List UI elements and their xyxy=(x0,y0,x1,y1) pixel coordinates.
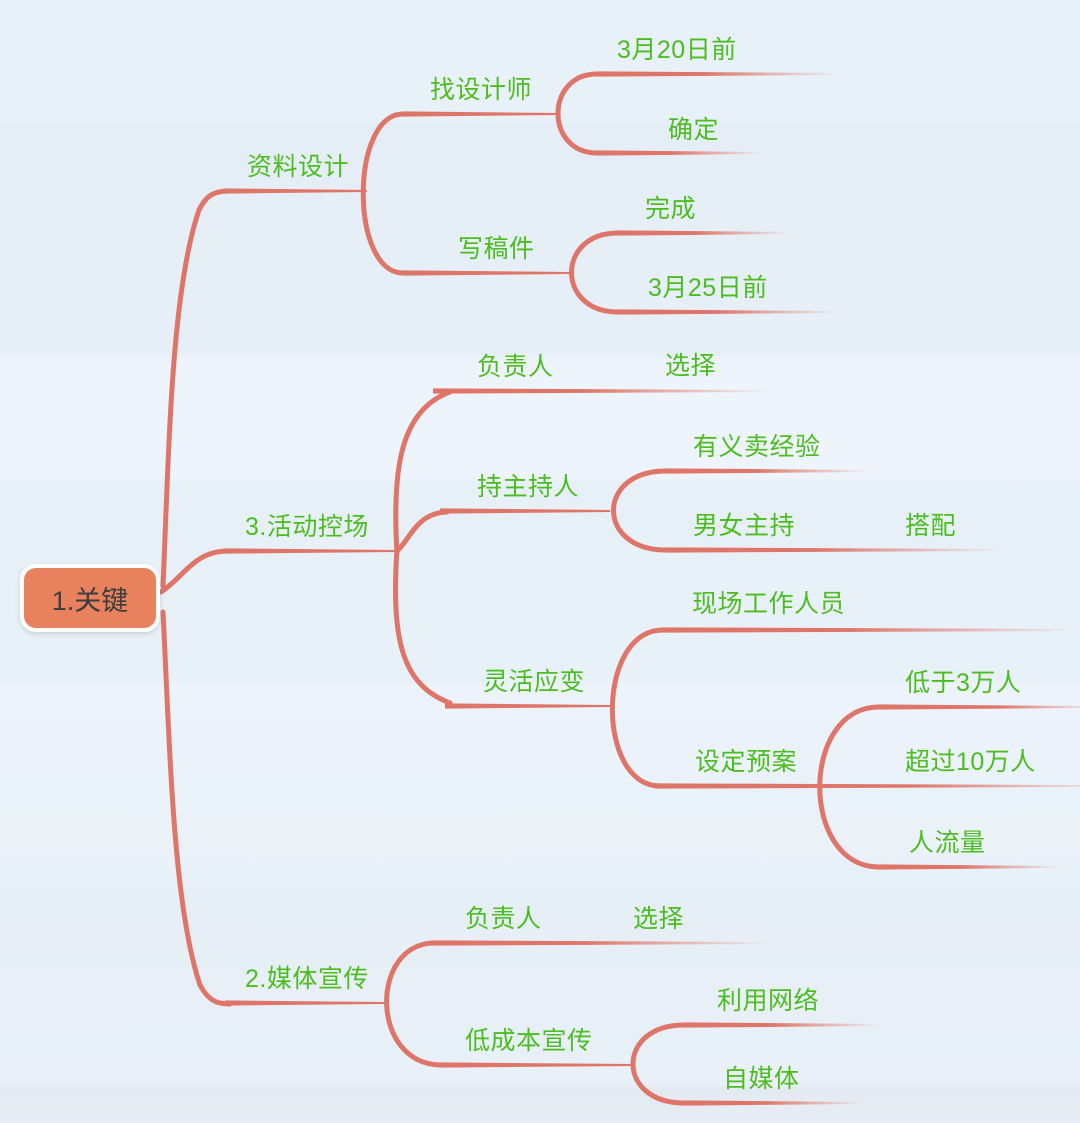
node-low-cost-publicity[interactable]: 低成本宣传 xyxy=(465,1027,593,1055)
edge-event-control-to-person-in-charge xyxy=(393,389,453,556)
node-underlines xyxy=(225,71,1080,1106)
line-foot-traffic xyxy=(879,864,1062,870)
fork-low-cost xyxy=(630,1022,687,1106)
line-complete xyxy=(618,230,790,236)
line-under-30k xyxy=(879,704,1080,710)
node-onsite-staff[interactable]: 现场工作人员 xyxy=(692,590,846,618)
node-use-internet[interactable]: 利用网络 xyxy=(717,987,820,1015)
edge-root-to-event-control xyxy=(158,548,231,595)
node-self-media[interactable]: 自媒体 xyxy=(723,1065,800,1093)
edge-event-control-to-flexible xyxy=(393,546,453,706)
edge-event-control-to-host xyxy=(394,509,450,554)
node-flexible-response[interactable]: 灵活应变 xyxy=(483,668,586,696)
line-use-internet xyxy=(684,1022,880,1028)
trunk-curves xyxy=(158,188,233,1007)
node-before-march-20[interactable]: 3月20日前 xyxy=(617,36,737,64)
line-write-draft xyxy=(403,270,570,276)
fork-find-designer xyxy=(555,71,600,156)
node-event-control[interactable]: 3.活动控场 xyxy=(245,513,369,541)
line-media-publicity xyxy=(225,1000,386,1006)
fork-write-draft xyxy=(569,230,621,315)
line-charity-experience xyxy=(666,468,868,474)
node-person-in-charge-2[interactable]: 负责人 xyxy=(465,905,542,933)
fork-media-publicity xyxy=(384,940,443,1068)
node-pairing[interactable]: 搭配 xyxy=(905,512,957,540)
line-event-control xyxy=(225,548,397,554)
line-contingency-over-100k xyxy=(655,783,1080,789)
node-before-march-25[interactable]: 3月25日前 xyxy=(648,274,768,302)
node-complete[interactable]: 完成 xyxy=(645,195,697,223)
line-confirm xyxy=(598,150,762,156)
node-write-draft[interactable]: 写稿件 xyxy=(458,235,535,263)
line-male-female-hosts-pairing xyxy=(666,547,1000,553)
node-find-designer[interactable]: 找设计师 xyxy=(430,76,533,104)
line-flexible xyxy=(445,703,610,709)
line-before-march-25 xyxy=(618,309,838,315)
fork-curves xyxy=(360,71,882,1106)
line-onsite-staff xyxy=(663,627,1075,633)
fork-flexible xyxy=(609,627,666,789)
node-select-2[interactable]: 选择 xyxy=(633,905,685,933)
node-material-design[interactable]: 资料设计 xyxy=(247,153,350,181)
line-person-in-charge-select-bottom xyxy=(433,940,770,946)
node-person-in-charge-1[interactable]: 负责人 xyxy=(477,353,554,381)
node-select-1[interactable]: 选择 xyxy=(665,352,717,380)
node-set-contingency[interactable]: 设定预案 xyxy=(695,748,798,776)
line-host xyxy=(440,508,610,514)
line-find-designer xyxy=(403,111,558,117)
fork-material-design xyxy=(360,111,406,276)
node-under-30k[interactable]: 低于3万人 xyxy=(905,669,1022,697)
line-before-march-20 xyxy=(596,71,838,77)
root-node[interactable]: 1.关键 xyxy=(20,564,160,632)
node-over-100k[interactable]: 超过10万人 xyxy=(905,748,1036,776)
edge-root-to-material-design xyxy=(160,188,232,589)
node-foot-traffic[interactable]: 人流量 xyxy=(909,829,986,857)
node-host[interactable]: 持主持人 xyxy=(477,473,580,501)
node-charity-experience[interactable]: 有义卖经验 xyxy=(693,433,821,461)
node-male-female-hosts[interactable]: 男女主持 xyxy=(693,512,796,540)
node-confirm[interactable]: 确定 xyxy=(668,116,720,144)
edge-root-to-media-publicity xyxy=(160,609,233,1007)
line-material-design xyxy=(225,188,367,194)
node-media-publicity[interactable]: 2.媒体宣传 xyxy=(245,965,369,993)
fork-host xyxy=(611,468,669,553)
line-low-cost xyxy=(440,1062,634,1068)
line-person-in-charge-select-top xyxy=(433,388,770,394)
line-self-media xyxy=(684,1100,862,1106)
